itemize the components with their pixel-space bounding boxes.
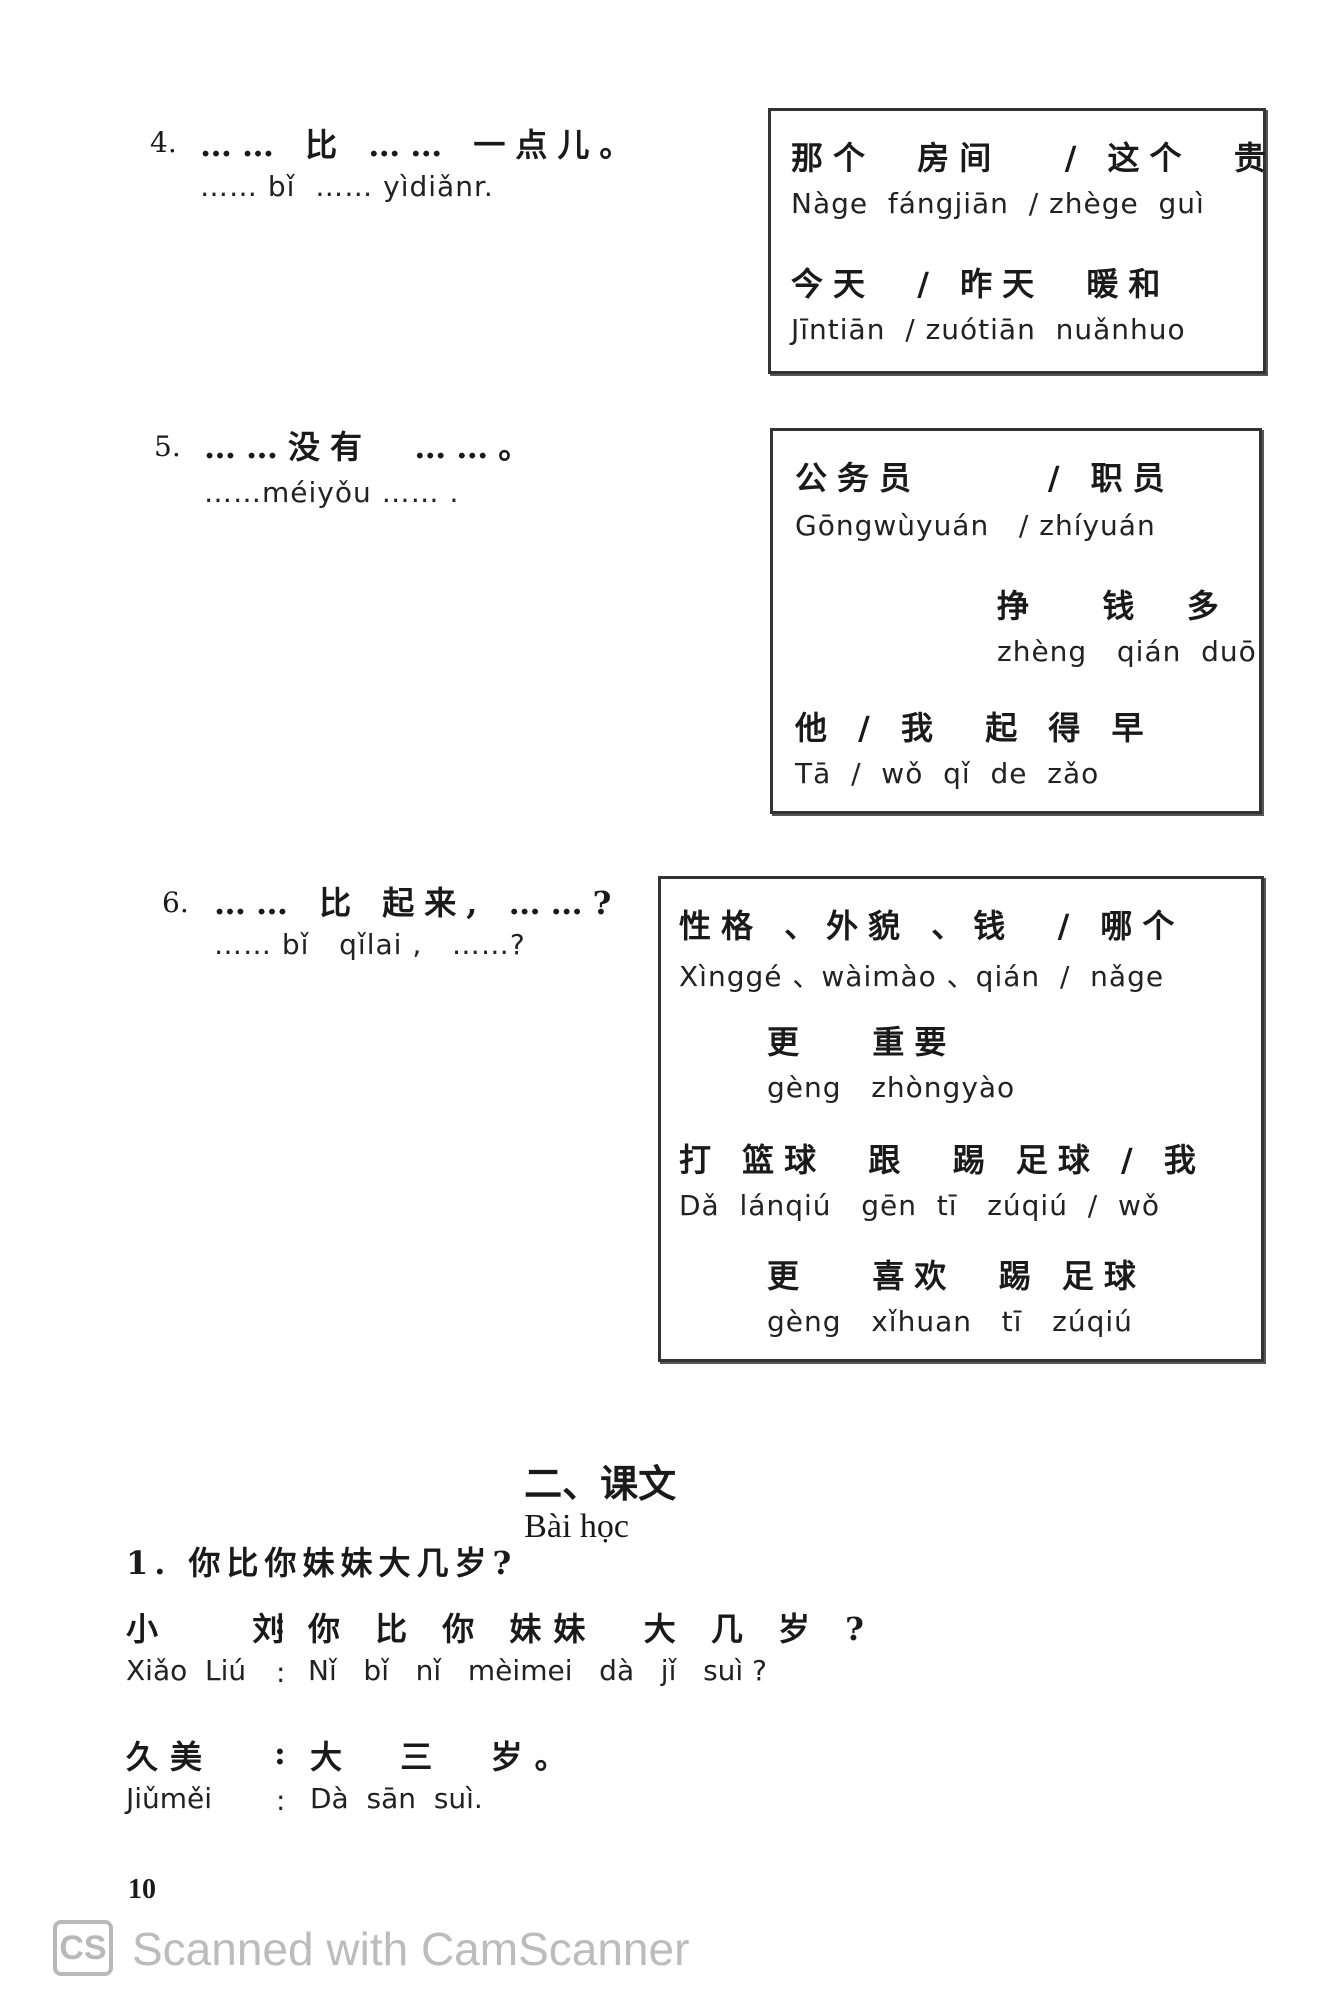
box-4-line-2-hanzi: 今天 / 昨天 暖和: [791, 265, 1171, 303]
camscanner-watermark-text: Scanned with CamScanner: [132, 1923, 690, 1975]
dialogue-1-colon: :: [274, 1604, 298, 1642]
pattern-6-number: 6.: [162, 886, 189, 919]
box-5-line-3-pinyin: Tā / wǒ qǐ de zǎo: [795, 757, 1100, 790]
pattern-4-substitution-box: 那个 房间 / 这个 贵 Nàge fángjiān / zhège guì 今…: [768, 108, 1266, 374]
pattern-5-hanzi: ……没有 ……。: [204, 428, 541, 466]
box-6-line-4-pinyin: gèng xǐhuan tī zúqiú: [767, 1305, 1133, 1338]
dialogue-2-colon-pinyin: :: [276, 1784, 286, 1817]
dialogue-2-hanzi: 大 三 岁。: [310, 1738, 579, 1776]
pattern-6-substitution-box: 性格 、外貌 、钱 / 哪个 Xìnggé 、wàimào 、qián / nǎ…: [658, 876, 1264, 1362]
box-6-line-2-hanzi: 更 重要: [767, 1023, 957, 1061]
dialogue-2-pinyin: Dà sān suì.: [310, 1782, 483, 1815]
section-title-vietnamese: Bài học: [524, 1508, 629, 1545]
box-5-line-3-hanzi: 他 / 我 起 得 早: [795, 709, 1154, 747]
dialogue-1-pinyin: Nǐ bǐ nǐ mèimei dà jǐ suì ?: [308, 1654, 767, 1687]
dialogue-2-colon: :: [274, 1734, 298, 1772]
lesson-heading: 1. 你比你妹妹大几岁?: [126, 1544, 518, 1582]
pattern-6-hanzi: …… 比 起来, ……?: [214, 884, 622, 922]
pattern-5-substitution-box: 公务员 / 职员 Gōngwùyuán / zhíyuán 挣 钱 多 zhèn…: [770, 428, 1262, 814]
box-6-line-3-hanzi: 打 篮球 跟 踢 足球 / 我: [679, 1141, 1206, 1179]
box-4-line-1-pinyin: Nàge fángjiān / zhège guì: [791, 187, 1205, 220]
pattern-5-number: 5.: [154, 430, 181, 463]
box-5-line-1-pinyin: Gōngwùyuán / zhíyuán: [795, 509, 1156, 542]
section-title-chinese: 二、课文: [524, 1461, 677, 1506]
camscanner-logo-icon: CS: [53, 1920, 113, 1976]
dialogue-1-speaker-hanzi: 小 刘: [126, 1610, 309, 1648]
box-5-line-2-pinyin: zhèng qián duō: [997, 635, 1257, 668]
dialogue-1-speaker-pinyin: Xiǎo Liú: [126, 1654, 247, 1687]
section-title: 二、课文 Bài học: [514, 1434, 676, 1546]
dialogue-1-colon-pinyin: :: [276, 1656, 286, 1689]
pattern-4-hanzi: …… 比 …… 一点儿。: [200, 126, 642, 164]
box-6-line-4-hanzi: 更 喜欢 踢 足球: [767, 1257, 1146, 1295]
box-6-line-1-pinyin: Xìnggé 、wàimào 、qián / nǎge: [679, 960, 1165, 993]
box-4-line-1-hanzi: 那个 房间 / 这个 贵: [791, 139, 1276, 177]
page-number: 10: [128, 1874, 156, 1905]
dialogue-1-hanzi: 你 比 你 妹妹 大 几 岁 ?: [308, 1610, 876, 1648]
dialogue-2-speaker-hanzi: 久美: [126, 1738, 215, 1776]
box-5-line-1-hanzi: 公务员 / 职员: [795, 459, 1175, 497]
pattern-6-pinyin: …… bǐ qǐlai , ……?: [214, 928, 526, 961]
box-6-line-2-pinyin: gèng zhòngyào: [767, 1071, 1016, 1104]
pattern-4-pinyin: …… bǐ …… yìdiǎnr.: [200, 170, 494, 203]
box-6-line-1-hanzi: 性格 、外貌 、钱 / 哪个: [679, 907, 1185, 945]
box-5-line-2-hanzi: 挣 钱 多: [997, 587, 1229, 625]
dialogue-2-speaker-pinyin: Jiǔměi: [126, 1782, 213, 1815]
pattern-5-pinyin: ……méiyǒu …… .: [204, 476, 460, 509]
box-4-line-2-pinyin: Jīntiān / zuótiān nuǎnhuo: [791, 313, 1186, 346]
pattern-4-number: 4.: [150, 126, 177, 159]
box-6-line-3-pinyin: Dǎ lánqiú gēn tī zúqiú / wǒ: [679, 1189, 1161, 1222]
